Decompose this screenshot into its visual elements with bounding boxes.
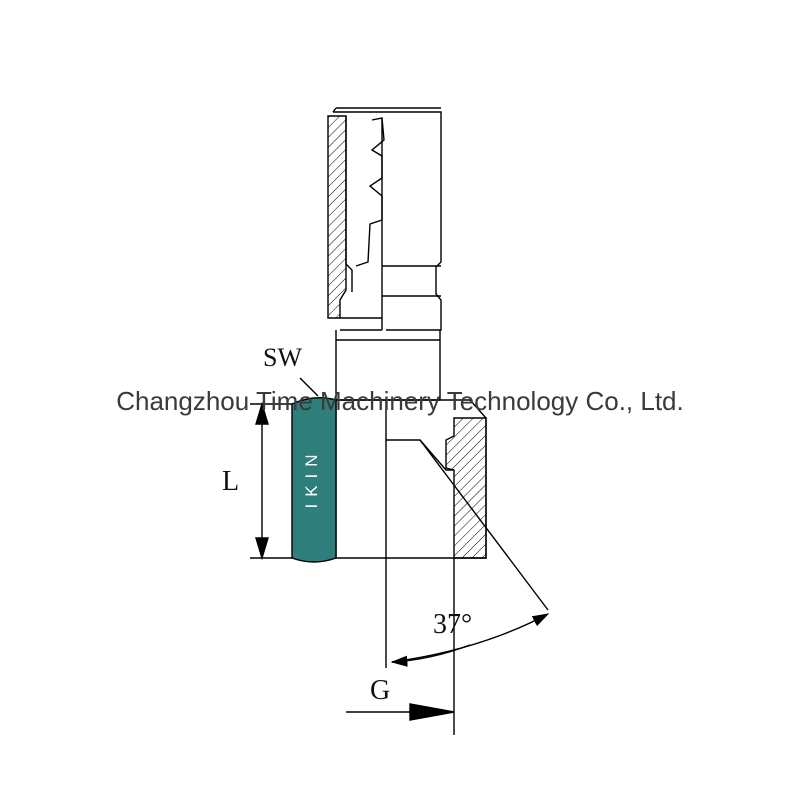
ferrule-outline (333, 111, 442, 331)
nut-face (291, 397, 337, 563)
angle-arc (391, 613, 550, 663)
thread-label: G (370, 675, 391, 706)
ferrule-wall (327, 115, 347, 319)
angle-label: 37° (433, 609, 473, 640)
insert-serrations (355, 117, 385, 267)
company-watermark: Changzhou Time Machinery Technology Co.,… (116, 386, 684, 416)
wrench-size-label: SW (263, 343, 302, 372)
length-label: L (222, 466, 240, 497)
nut-section-hatch (445, 417, 487, 559)
